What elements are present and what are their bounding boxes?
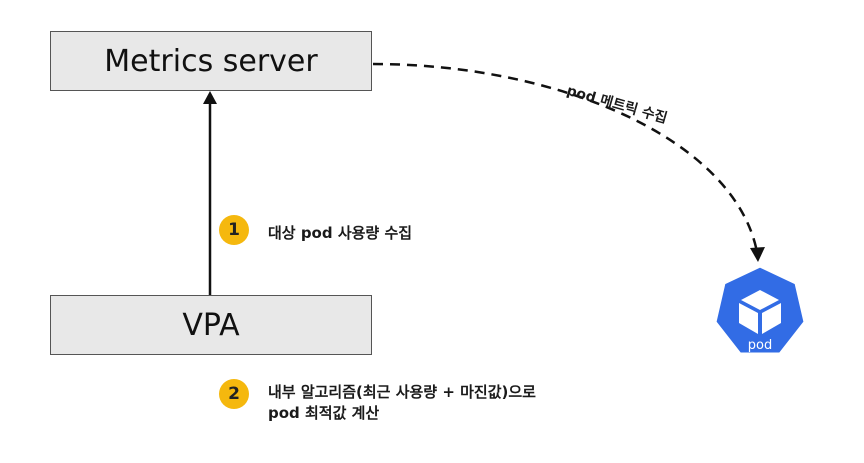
pod-metrics-arrowhead — [750, 247, 765, 262]
step-1-text: 대상 pod 사용량 수집 — [268, 224, 413, 242]
kubernetes-pod-icon: pod — [713, 264, 807, 356]
vpa-to-metrics-arrowhead — [203, 91, 217, 104]
step-1-badge: 1 — [219, 215, 249, 245]
vpa-box: VPA — [50, 295, 372, 355]
step-2-badge: 2 — [219, 379, 249, 409]
step-2-text-line2: pod 최적값 계산 — [268, 404, 380, 422]
metrics-server-box: Metrics server — [50, 31, 372, 91]
step-2-text-line1: 내부 알고리즘(최근 사용량 + 마진값)으로 — [268, 383, 536, 401]
pod-metrics-dashed-arrow — [372, 62, 759, 253]
vpa-label: VPA — [182, 307, 240, 343]
cube-icon — [739, 290, 781, 334]
metrics-server-label: Metrics server — [104, 43, 318, 79]
pod-label: pod — [748, 338, 772, 353]
